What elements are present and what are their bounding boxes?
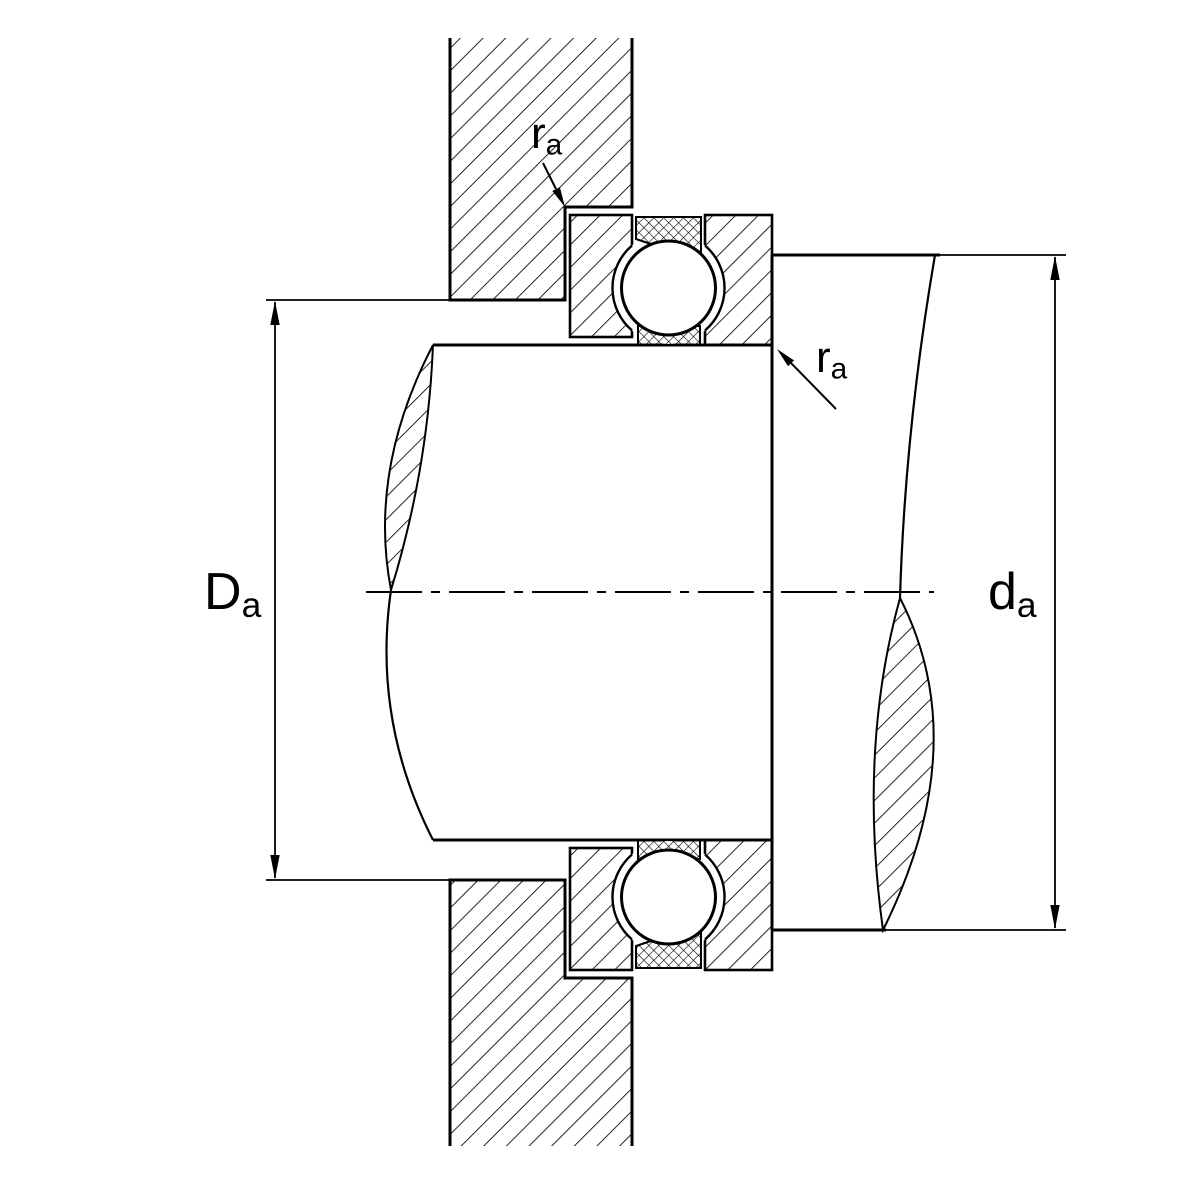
abutment-break-hatch bbox=[872, 595, 935, 934]
raceway-arc-right-top bbox=[704, 244, 726, 332]
housing-top-hatch bbox=[450, 38, 632, 300]
label-shaft-abutment-diameter: da bbox=[988, 566, 1037, 623]
abutment-break-upper bbox=[898, 254, 937, 599]
label-fillet-radius-top: ra bbox=[531, 112, 562, 161]
label-ra-top-symbol: r bbox=[531, 109, 546, 158]
label-da-subscript: a bbox=[1016, 585, 1037, 625]
ra-right-leader-line bbox=[790, 362, 837, 410]
housing-bottom-hatch bbox=[450, 880, 632, 1146]
label-ra-right-symbol: r bbox=[816, 333, 831, 382]
label-ra-right-subscript: a bbox=[830, 352, 848, 386]
label-fillet-radius-shaft: ra bbox=[816, 336, 847, 385]
label-ra-top-subscript: a bbox=[545, 128, 563, 162]
ra-right-arrow bbox=[777, 349, 794, 367]
housing-bottom-outline bbox=[448, 878, 634, 1146]
da-arrow-up bbox=[1050, 256, 1060, 280]
raceway-arc-left-top bbox=[611, 244, 633, 332]
label-Da-subscript: a bbox=[241, 585, 262, 625]
shaft-break-hatch bbox=[384, 344, 434, 591]
housing-section-bottom bbox=[448, 878, 634, 1146]
leader-ra-right bbox=[777, 349, 837, 410]
Da-arrow-up bbox=[270, 301, 280, 325]
ball-top bbox=[620, 239, 717, 337]
ra-top-arrow bbox=[552, 187, 565, 207]
shaft-break-lower bbox=[385, 589, 434, 841]
bearing-top bbox=[568, 213, 774, 347]
leader-ra-top bbox=[542, 162, 565, 207]
raceway-arc-right-bottom bbox=[704, 853, 726, 941]
dimension-da bbox=[882, 254, 1066, 931]
raceway-arc-left-bottom bbox=[611, 853, 633, 941]
label-da-symbol: d bbox=[988, 563, 1017, 621]
ball-bottom bbox=[620, 848, 717, 946]
bearing-bottom bbox=[568, 838, 774, 972]
Da-arrow-down bbox=[270, 855, 280, 879]
da-arrow-down bbox=[1050, 905, 1060, 929]
shaft-abutment-section bbox=[770, 253, 940, 934]
label-housing-abutment-diameter: Da bbox=[204, 566, 261, 623]
label-Da-symbol: D bbox=[204, 563, 242, 621]
dimension-Da bbox=[266, 299, 565, 881]
housing-top-outline bbox=[448, 38, 634, 302]
housing-section-top bbox=[448, 38, 634, 302]
ra-top-leader-line bbox=[542, 162, 557, 190]
